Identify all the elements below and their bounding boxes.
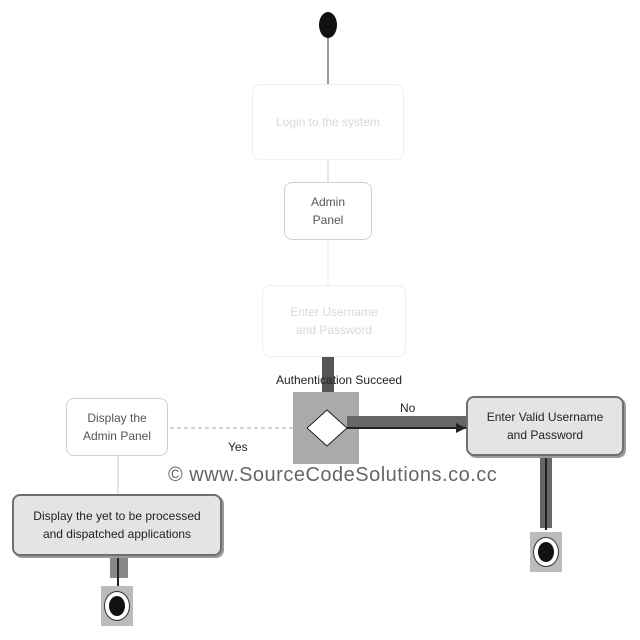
end-node-left-dot xyxy=(109,596,125,616)
end-node-right-dot xyxy=(538,542,554,562)
activity-display-admin-panel: Display the Admin Panel xyxy=(66,398,168,456)
activity-display-applications: Display the yet to be processed and disp… xyxy=(12,494,222,556)
arrow-no xyxy=(456,423,466,433)
activity-display-applications-label: Display the yet to be processed and disp… xyxy=(33,509,201,541)
end-node-right xyxy=(530,532,562,572)
activity-admin-panel: Admin Panel xyxy=(284,182,372,240)
connector-credentials-decision xyxy=(322,352,334,404)
no-label: No xyxy=(400,401,416,415)
activity-login: Login to the system xyxy=(252,84,404,160)
activity-login-label: Login to the system xyxy=(275,115,381,129)
end-node-right-ring xyxy=(533,537,559,567)
yes-label: Yes xyxy=(228,440,248,454)
activity-display-admin-panel-label: Display the Admin Panel xyxy=(82,411,152,443)
decision-diamond xyxy=(306,409,348,447)
connector-no-band xyxy=(347,416,467,428)
watermark: © www.SourceCodeSolutions.co.cc xyxy=(168,464,498,486)
start-node xyxy=(319,12,337,38)
end-node-left-ring xyxy=(104,591,130,621)
end-node-left xyxy=(101,586,133,626)
activity-enter-valid: Enter Valid Username and Password xyxy=(466,396,624,456)
activity-admin-panel-label: Admin Panel xyxy=(310,195,345,227)
activity-enter-valid-label: Enter Valid Username and Password xyxy=(486,410,604,442)
activity-enter-credentials-label: Enter Username and Password xyxy=(290,305,378,337)
activity-enter-credentials: Enter Username and Password xyxy=(262,285,406,357)
decision-label: Authentication Succeed xyxy=(276,373,403,387)
